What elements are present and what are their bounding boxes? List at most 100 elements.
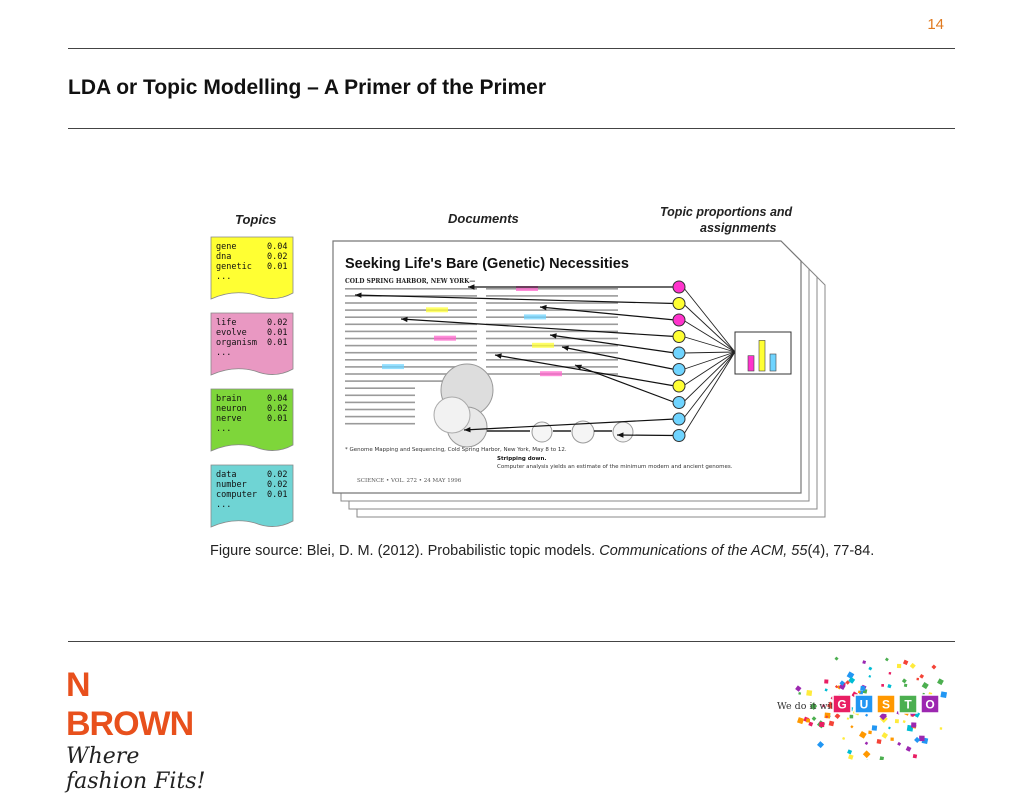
text-line bbox=[345, 309, 477, 311]
gusto-letter: S bbox=[882, 698, 890, 712]
confetti-square bbox=[847, 717, 850, 720]
text-line bbox=[345, 345, 477, 347]
confetti-square bbox=[847, 749, 852, 754]
bottom-divider bbox=[68, 641, 955, 642]
confetti-square bbox=[931, 664, 936, 669]
topics-header: Topics bbox=[235, 212, 276, 227]
confetti-square bbox=[881, 684, 884, 687]
slide-title: LDA or Topic Modelling – A Primer of the… bbox=[68, 76, 546, 100]
topic-word-probability: 0.01 bbox=[267, 414, 287, 424]
confetti-square bbox=[902, 678, 907, 683]
page-number: 14 bbox=[927, 16, 944, 33]
caption-suffix: (4), 77-84. bbox=[807, 543, 874, 559]
text-line bbox=[345, 395, 415, 397]
confetti-square bbox=[919, 736, 924, 741]
confetti-square bbox=[903, 660, 908, 665]
text-line bbox=[345, 316, 477, 318]
topic-word-probability: 0.01 bbox=[267, 490, 287, 500]
gusto-letter: T bbox=[904, 698, 912, 712]
topic-word-probability: 0.02 bbox=[267, 318, 287, 328]
topic-word-probability: 0.01 bbox=[267, 328, 287, 338]
topic-assignment-circle bbox=[673, 430, 685, 442]
topic-assignment-circle bbox=[673, 364, 685, 376]
topic-word: life bbox=[216, 318, 236, 328]
topic-assignment-circle bbox=[673, 331, 685, 343]
confetti-square bbox=[887, 684, 891, 688]
topic-word-probability: 0.04 bbox=[267, 394, 287, 404]
title-divider bbox=[68, 128, 955, 129]
proportion-bar bbox=[770, 354, 776, 371]
assignments-header-line2: assignments bbox=[700, 221, 776, 235]
gusto-letter: U bbox=[860, 698, 869, 712]
confetti-square bbox=[835, 713, 841, 719]
confetti-square bbox=[819, 722, 824, 727]
document-footer: SCIENCE • VOL. 272 • 24 MAY 1996 bbox=[357, 478, 462, 484]
confetti-square bbox=[897, 742, 901, 746]
topic-word: dna bbox=[216, 252, 231, 262]
confetti-square bbox=[859, 731, 867, 739]
lda-figure: Topics Documents Topic proportions and a… bbox=[205, 195, 835, 540]
confetti-square bbox=[798, 692, 801, 695]
text-line bbox=[486, 338, 618, 340]
confetti-square bbox=[850, 725, 853, 728]
confetti-square bbox=[863, 750, 871, 758]
highlighted-word bbox=[524, 314, 546, 319]
topic-word-probability: 0.02 bbox=[267, 252, 287, 262]
confetti-square bbox=[916, 678, 919, 681]
gusto-prefix: We do it with bbox=[777, 701, 840, 712]
confetti-square bbox=[910, 663, 916, 669]
topic-word-probability: 0.01 bbox=[267, 262, 287, 272]
assignment-arrow bbox=[617, 435, 675, 436]
confetti-square bbox=[806, 690, 812, 696]
topic-assignment-circle bbox=[673, 380, 685, 392]
confetti-square bbox=[872, 725, 877, 730]
text-line bbox=[345, 409, 415, 411]
confetti-square bbox=[889, 672, 892, 675]
confetti-square bbox=[868, 675, 871, 678]
confetti-square bbox=[850, 715, 854, 719]
text-line bbox=[486, 309, 618, 311]
confetti-square bbox=[868, 731, 872, 735]
confetti-square bbox=[824, 679, 828, 683]
confetti-square bbox=[913, 754, 917, 758]
document-subcaption: Computer analysis yields an estimate of … bbox=[497, 464, 733, 470]
confetti-square bbox=[868, 667, 872, 671]
topic-word: genetic bbox=[216, 262, 252, 272]
nbrown-tagline: Where fashion Fits! bbox=[66, 744, 218, 794]
confetti-square bbox=[940, 727, 942, 729]
confetti-square bbox=[829, 721, 835, 727]
text-line bbox=[486, 324, 618, 326]
topic-word: neuron bbox=[216, 404, 247, 414]
confetti-square bbox=[825, 688, 828, 691]
topic-word-probability: 0.01 bbox=[267, 338, 287, 348]
caption-journal: Communications of the ACM, 55 bbox=[599, 543, 807, 559]
gusto-letter: O bbox=[925, 698, 934, 712]
confetti-square bbox=[903, 720, 906, 723]
text-line bbox=[345, 352, 477, 354]
confetti-square bbox=[848, 754, 854, 760]
confetti-square bbox=[911, 722, 916, 727]
confetti-square bbox=[897, 664, 901, 668]
topic-more: ... bbox=[216, 500, 231, 510]
document-footnote: * Genome Mapping and Sequencing, Cold Sp… bbox=[345, 447, 567, 453]
highlighted-word bbox=[426, 307, 448, 312]
confetti-square bbox=[919, 674, 924, 679]
document-headline: Seeking Life's Bare (Genetic) Necessitie… bbox=[345, 256, 629, 272]
topic-word: data bbox=[216, 470, 236, 480]
confetti-square bbox=[895, 719, 899, 723]
confetti-square bbox=[877, 739, 882, 744]
documents-header: Documents bbox=[448, 211, 519, 226]
confetti-square bbox=[885, 658, 889, 662]
text-line bbox=[345, 416, 415, 418]
highlighted-word bbox=[532, 343, 554, 348]
topic-assignment-circle bbox=[673, 413, 685, 425]
confetti-square bbox=[865, 714, 868, 717]
topic-word-probability: 0.02 bbox=[267, 470, 287, 480]
topic-assignment-circle bbox=[673, 397, 685, 409]
